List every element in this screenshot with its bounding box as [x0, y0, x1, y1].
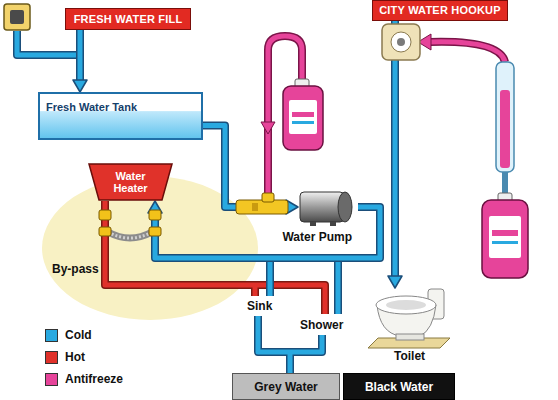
pump-illustration — [330, 222, 336, 226]
pump-illustration — [338, 192, 352, 222]
legend-swatch — [45, 351, 58, 364]
legend-row: Hot — [45, 350, 123, 364]
toilet-illustration — [396, 334, 424, 340]
legend-swatch — [45, 373, 58, 386]
bypass-valves — [108, 232, 152, 238]
legend-text: Antifreeze — [65, 372, 123, 386]
pump-illustration — [300, 192, 344, 222]
pipe-label: Sink — [247, 299, 272, 313]
node-text: Fresh Water Tank — [46, 101, 137, 113]
pump-valve — [262, 193, 274, 202]
legend: ColdHotAntifreeze — [45, 328, 123, 394]
fill-pipe — [17, 31, 80, 55]
antifreeze-hose — [430, 42, 505, 62]
pump-valve — [236, 193, 288, 214]
node-text: Water Heater — [105, 170, 157, 194]
legend-row: Antifreeze — [45, 372, 123, 386]
cold-branch-pipe — [270, 258, 338, 314]
legend-text: Hot — [65, 350, 85, 364]
antifreeze-bottle — [482, 193, 528, 278]
bypass-valves — [99, 210, 111, 220]
node-text: Black Water — [365, 380, 433, 394]
fill-banner: FRESH WATER FILL — [65, 8, 191, 30]
node-text: Water Pump — [282, 230, 352, 244]
pipe-label: By-pass — [52, 262, 99, 276]
antifreeze-hose — [430, 42, 505, 62]
pipe-connector — [388, 21, 402, 288]
city-water-faucet — [391, 32, 411, 52]
antifreeze-hose — [430, 42, 505, 200]
legend-text: Cold — [65, 328, 92, 342]
antifreeze-bottle — [292, 112, 314, 117]
pump-valve — [252, 203, 258, 211]
legend-row: Cold — [45, 328, 123, 342]
city-water-faucet — [382, 24, 420, 60]
pipe-connector — [73, 30, 87, 92]
bypass-valves — [108, 232, 152, 238]
toilet: Toilet — [372, 288, 447, 364]
bypass-valves — [149, 227, 161, 236]
antifreeze-tube-gauge — [496, 62, 514, 172]
fill-inlet — [4, 4, 30, 30]
antifreeze-bottle — [492, 241, 518, 244]
pipe-connector — [203, 126, 288, 207]
hookup-banner: CITY WATER HOOKUP — [372, 0, 508, 21]
pump-valve — [236, 200, 288, 214]
antifreeze-tube-gauge — [500, 90, 510, 168]
cold-branch-pipe — [270, 258, 338, 314]
node-text: Toilet — [394, 349, 425, 363]
antifreeze-bottle — [489, 216, 521, 258]
pipe-connector — [78, 30, 83, 82]
bypass-valves — [99, 227, 111, 236]
node-text: FRESH WATER FILL — [74, 13, 183, 26]
pipe-connector — [76, 30, 84, 82]
grey-water-tank: Grey Water — [232, 373, 340, 400]
antifreeze-bottle — [292, 121, 314, 124]
antifreeze-bottle — [289, 100, 317, 134]
black-water-tank: Black Water — [343, 373, 455, 400]
arrow-head — [73, 80, 87, 92]
antifreeze-bottle — [283, 79, 323, 150]
antifreeze-bottle — [283, 86, 323, 150]
city-water-faucet — [397, 38, 405, 46]
water-pump: Water Pump — [298, 190, 358, 224]
antifreeze-bottle — [492, 230, 518, 236]
antifreeze-tube-gauge — [496, 62, 514, 172]
toilet-illustration — [376, 296, 436, 314]
fresh-water-tank: Fresh Water Tank — [38, 92, 203, 140]
pump-illustration — [310, 222, 316, 226]
toilet-illustration — [368, 289, 450, 348]
node-text: CITY WATER HOOKUP — [379, 4, 501, 17]
antifreeze-bottle — [482, 200, 528, 278]
city-water-faucet — [382, 24, 420, 60]
fill-inlet — [4, 4, 30, 30]
toilet-illustration — [386, 300, 426, 310]
pump-illustration — [300, 192, 352, 226]
fill-inlet — [10, 10, 24, 24]
cold-branch-pipe — [270, 258, 338, 314]
antifreeze-arrow — [261, 122, 275, 134]
fill-pipe — [17, 31, 80, 55]
node-text: Grey Water — [254, 380, 318, 394]
pipe-connector — [203, 126, 288, 207]
bypass-valves — [99, 210, 161, 238]
pipe-label: Shower — [300, 318, 343, 332]
bypass-valves — [149, 210, 161, 220]
arrow-head — [388, 276, 402, 288]
water-heater: Water Heater — [88, 163, 173, 201]
fill-pipe — [17, 31, 80, 55]
legend-swatch — [45, 329, 58, 342]
heater-outline — [89, 164, 172, 200]
